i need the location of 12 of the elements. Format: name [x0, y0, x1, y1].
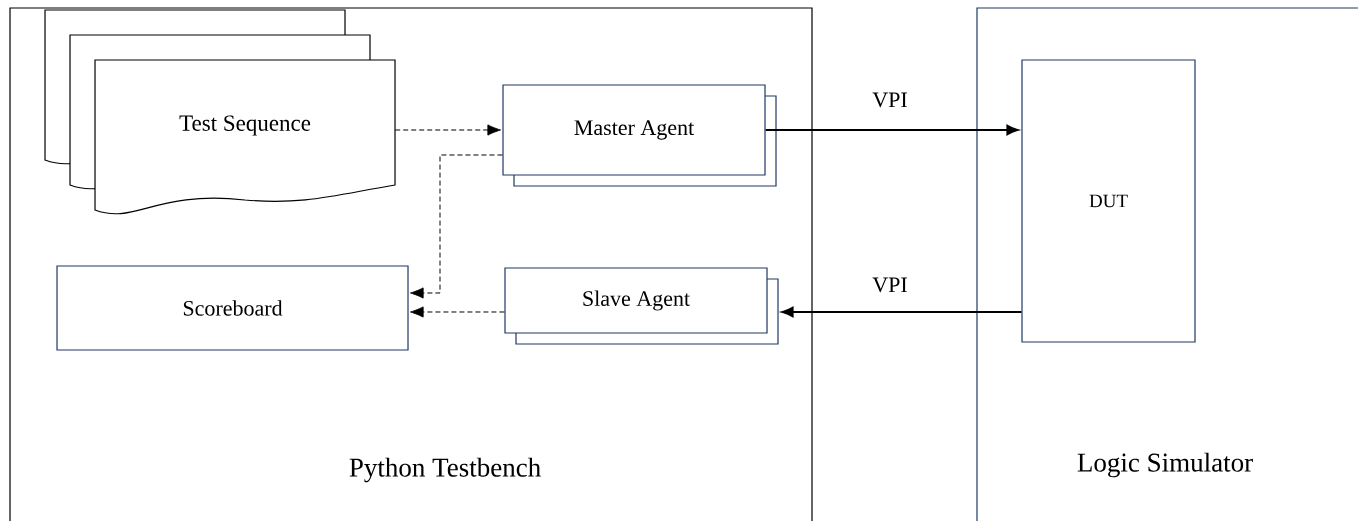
process-box: DUT	[1021, 59, 1196, 343]
document-stack: Test Sequence	[44, 9, 396, 215]
arrow	[394, 124, 501, 136]
process-box: Scoreboard	[56, 265, 409, 351]
arrow	[781, 306, 1022, 318]
arrow	[410, 154, 503, 299]
edge-label: VPI	[871, 276, 909, 294]
arrow	[410, 306, 505, 318]
stacked-box: Master Agent	[502, 84, 777, 187]
edge-label: VPI	[871, 91, 909, 109]
arrow	[765, 124, 1019, 136]
stacked-box: Slave Agent	[504, 267, 779, 345]
